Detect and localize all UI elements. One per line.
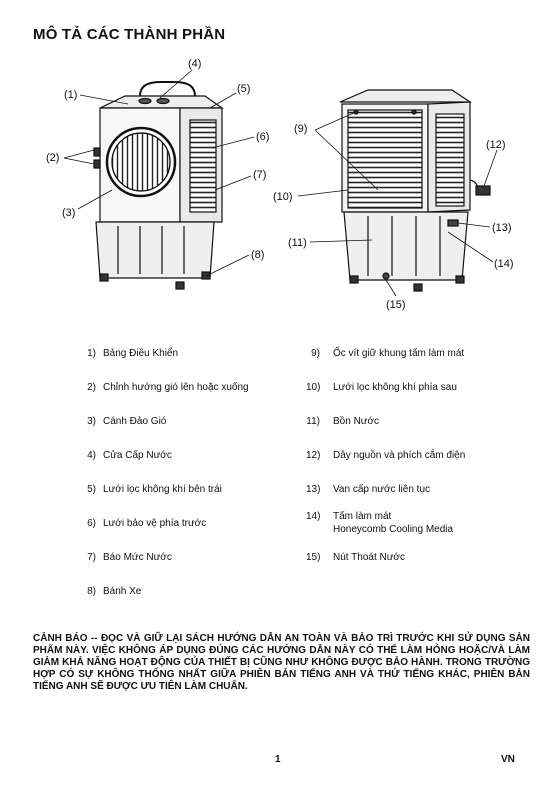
callout-12: (12) [486,139,506,151]
callout-1: (1) [64,89,77,101]
leader-lines [63,69,498,297]
callout-11: (11) [288,237,307,249]
language-code: VN [501,754,515,765]
callout-8: (8) [251,249,264,261]
front-view-unit [93,81,224,290]
callout-14: (14) [494,258,514,270]
callout-10: (10) [273,191,293,203]
callout-2: (2) [46,152,59,164]
callout-6: (6) [256,131,269,143]
callout-3: (3) [62,207,75,219]
callout-4: (4) [188,58,201,70]
rear-view-unit [339,89,491,292]
callout-13: (13) [492,222,512,234]
callout-9: (9) [294,123,307,135]
page-number: 1 [275,754,281,765]
callout-5: (5) [237,83,250,95]
safety-warning: CẢNH BÁO -- ĐỌC VÀ GIỮ LẠI SÁCH HƯỚNG DẪ… [33,633,530,692]
callout-15: (15) [386,299,406,311]
product-diagram: (1) (2) (3) (4) (5) (6) (7) (8) (9) (10)… [46,58,514,311]
page-title: MÔ TẢ CÁC THÀNH PHẦN [33,26,226,43]
callout-7: (7) [253,169,266,181]
